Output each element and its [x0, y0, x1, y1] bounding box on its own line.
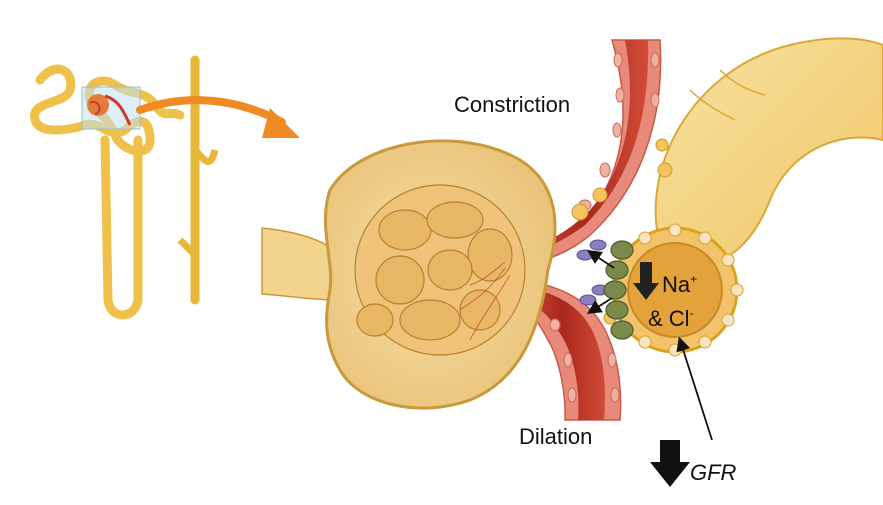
gfr-label: GFR [690, 460, 737, 485]
macula-densa [603, 240, 634, 340]
curved-arrow-icon [136, 96, 300, 138]
gfr-pointer-line [676, 336, 713, 441]
cl-text: & Cl [648, 306, 690, 331]
bowmans-capsule [261, 139, 557, 410]
down-arrow-icon [650, 440, 690, 487]
dilation-label: Dilation [519, 424, 593, 449]
cl-charge: - [689, 306, 694, 320]
constriction-label: Constriction [454, 92, 571, 117]
na-text: Na [662, 272, 691, 297]
glomerulus [354, 184, 526, 356]
na-charge: + [690, 272, 698, 286]
nephron-overview [30, 55, 219, 320]
signal-arrows [586, 250, 615, 314]
na-label: Na+ [662, 272, 697, 298]
cl-label: & Cl- [648, 306, 694, 332]
down-arrow-icon [633, 262, 659, 300]
distal-tubule [654, 37, 883, 262]
